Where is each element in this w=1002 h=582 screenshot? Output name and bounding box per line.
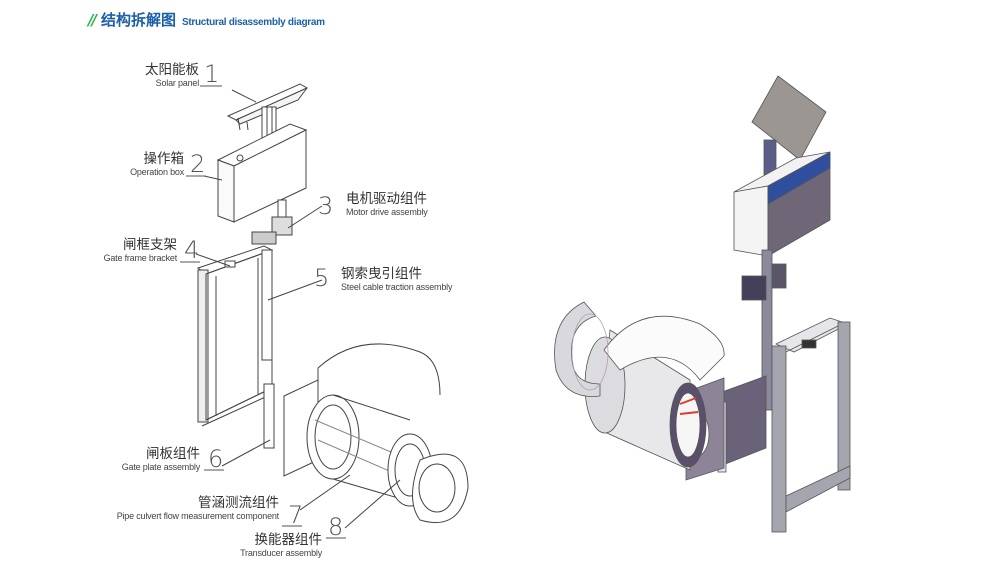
label-zh: 闸板组件 [146, 446, 200, 462]
label-zh: 太阳能板 [145, 62, 199, 78]
rendered-assembly [554, 75, 851, 533]
label-en: Operation box [130, 166, 184, 177]
render-operation-box-blue-band [767, 151, 831, 205]
label-transducer: 换能器组件 Transducer assembly [240, 532, 323, 558]
label-motor-drive: 电机驱动组件 Motor drive assembly [346, 191, 428, 217]
label-en: Steel cable traction assembly [341, 281, 453, 292]
label-en: Gate plate assembly [121, 461, 200, 472]
label-zh: 闸框支架 [123, 237, 177, 253]
render-cover-shell [603, 315, 725, 381]
callout-number-7: 7 [288, 501, 304, 529]
label-steel-cable-traction: 钢索曳引组件 Steel cable traction assembly [341, 266, 453, 292]
callout-number-8: 8 [328, 513, 344, 541]
callout-number-3: 3 [318, 192, 334, 220]
gate-frame-drawing [195, 245, 323, 427]
callout-number-2: 2 [190, 150, 206, 178]
title-slash-mark: // [88, 11, 97, 29]
label-gate-frame-bracket: 闸框支架 Gate frame bracket [103, 237, 178, 263]
label-en: Motor drive assembly [346, 206, 428, 217]
label-zh: 换能器组件 [254, 532, 323, 548]
callout-number-5: 5 [314, 264, 330, 292]
title-english: Structural disassembly diagram [181, 17, 325, 28]
label-operation-box: 操作箱 Operation box [130, 151, 185, 177]
label-zh: 钢索曳引组件 [341, 266, 422, 282]
motor-drive-drawing [251, 199, 323, 245]
label-en: Transducer assembly [240, 547, 322, 558]
render-solar-panel [751, 75, 827, 161]
label-solar-panel: 太阳能板 Solar panel [145, 62, 200, 88]
pipe-culvert-drawing [299, 343, 469, 529]
label-zh: 电机驱动组件 [346, 191, 427, 207]
callout-number-4: 4 [184, 236, 200, 264]
label-en: Pipe culvert flow measurement component [116, 510, 279, 521]
label-gate-plate: 闸板组件 Gate plate assembly [121, 446, 200, 472]
label-pipe-culvert-flow: 管涵测流组件 Pipe culvert flow measurement com… [116, 495, 279, 521]
label-en: Solar panel [155, 77, 200, 88]
label-zh: 管涵测流组件 [198, 495, 279, 511]
label-en: Gate frame bracket [103, 252, 178, 263]
title-chinese: 结构拆解图 [100, 11, 176, 29]
callout-number-1: 1 [204, 60, 220, 88]
label-zh: 操作箱 [143, 151, 185, 167]
operation-box-drawing [216, 123, 308, 223]
callout-number-6: 6 [208, 445, 224, 473]
section-title: // 结构拆解图 Structural disassembly diagram [88, 9, 325, 30]
